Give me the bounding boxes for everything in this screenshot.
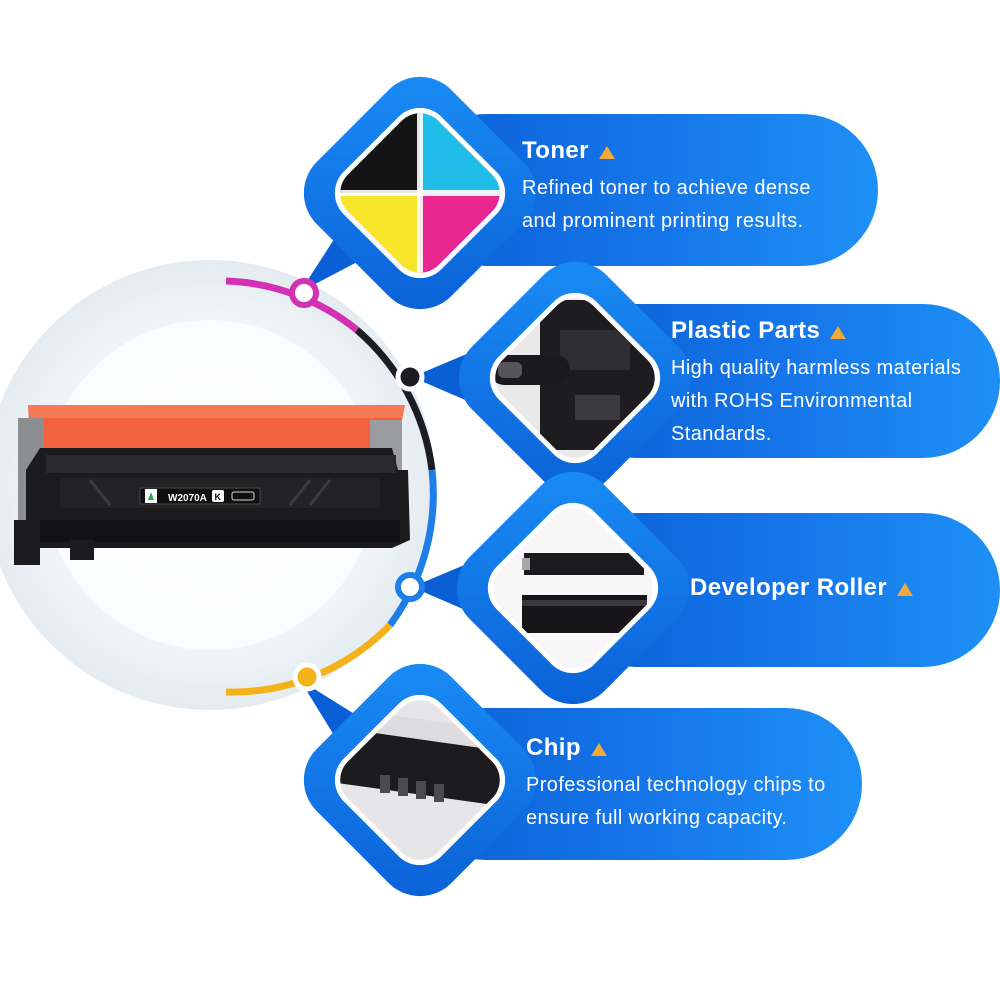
cartridge-bottom [40, 520, 400, 542]
panel-developer-roller [412, 471, 1000, 705]
feature-plastic-parts-title: Plastic Parts [671, 316, 961, 346]
feature-developer-roller-text: Developer Roller [690, 573, 914, 603]
arc-black-segment [354, 327, 436, 471]
feature-plastic-parts-line-2: with ROHS Environmental [671, 390, 913, 412]
feature-plastic-parts-title-label: Plastic Parts [671, 317, 821, 344]
cartridge-label-plate [139, 487, 261, 505]
feature-toner-text: Toner Refined toner to achieve dense and… [522, 136, 811, 238]
feature-developer-roller-title-label: Developer Roller [690, 574, 888, 601]
triangle-up-icon [598, 145, 615, 159]
panel-toner-pill [410, 114, 878, 266]
node-toner [289, 278, 319, 308]
feature-chip-title: Chip [526, 733, 826, 763]
feature-developer-roller-title: Developer Roller [690, 573, 914, 603]
cartridge-badge-label: K [215, 492, 222, 502]
node-chip [292, 662, 322, 692]
feature-chip-title-label: Chip [526, 734, 581, 761]
feature-toner-line-1: Refined toner to achieve dense [522, 177, 811, 199]
node-developer-roller [395, 572, 425, 602]
feature-toner-title: Toner [522, 136, 811, 166]
feature-chip-line-1: Professional technology chips to [526, 774, 826, 796]
panel-plastic-parts [412, 261, 1000, 495]
feature-chip-text: Chip Professional technology chips to en… [526, 733, 826, 835]
feature-toner-line-2: and prominent printing results. [522, 210, 804, 232]
cartridge-model-label: W2070A [168, 493, 207, 504]
panel-chip [300, 663, 862, 897]
feature-chip-line-2: ensure full working capacity. [526, 807, 788, 829]
arc-blue-segment [387, 469, 437, 628]
triangle-up-icon [897, 582, 914, 596]
triangle-up-icon [830, 325, 847, 339]
panel-toner [300, 76, 878, 310]
feature-plastic-parts-line-1: High quality harmless materials [671, 357, 962, 379]
panel-chip-pill [410, 708, 862, 860]
node-plastic-parts [395, 362, 425, 392]
feature-toner-description: Refined toner to achieve dense and promi… [522, 172, 811, 238]
feature-plastic-parts-text: Plastic Parts High quality harmless mate… [671, 316, 961, 451]
toner-cartridge: W2070A K [14, 405, 410, 565]
feature-toner-title-label: Toner [522, 137, 589, 164]
triangle-up-icon [590, 742, 607, 756]
feature-chip-description: Professional technology chips to ensure … [526, 769, 826, 835]
feature-plastic-parts-line-3: Standards. [671, 423, 772, 445]
feature-plastic-parts-description: High quality harmless materials with ROH… [671, 352, 961, 451]
